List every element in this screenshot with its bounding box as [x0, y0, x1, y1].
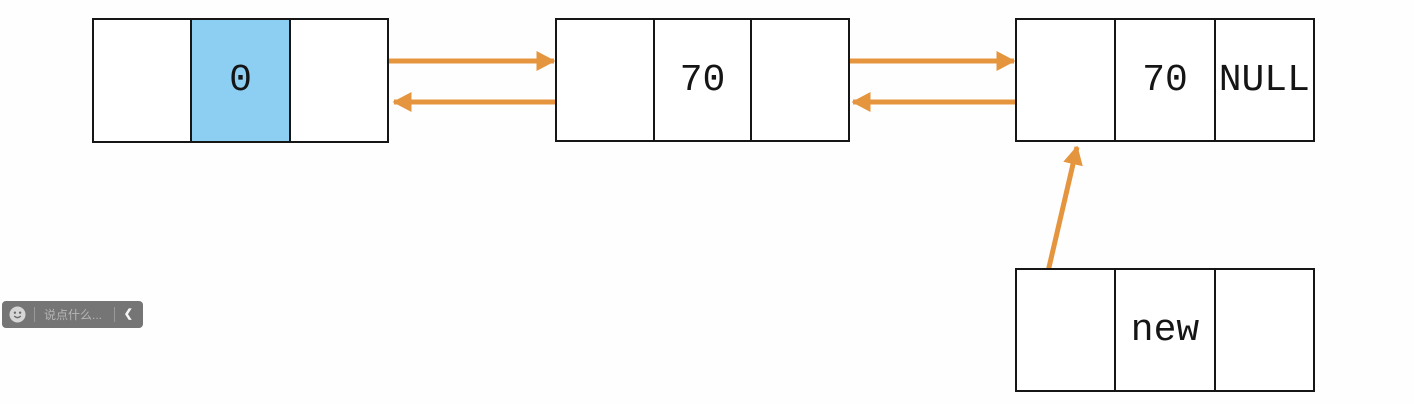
- list-node-1: 0: [92, 18, 389, 143]
- node2-data-cell: 70: [652, 20, 751, 140]
- newnode-prev-pointer-cell: [1017, 270, 1114, 390]
- node3-null-cell: NULL: [1213, 20, 1313, 140]
- divider: [113, 307, 115, 322]
- list-node-2: 70: [555, 18, 850, 142]
- chat-input-bar[interactable]: 说点什么... ❮: [2, 301, 143, 328]
- node3-data-cell: 70: [1114, 20, 1213, 140]
- newnode-data-cell: new: [1114, 270, 1213, 390]
- chat-input-placeholder[interactable]: 说点什么...: [44, 308, 103, 322]
- list-node-new: new: [1015, 268, 1315, 392]
- node1-next-pointer-cell: [288, 20, 387, 141]
- node1-data-cell: 0: [190, 20, 289, 141]
- list-node-3: 70 NULL: [1015, 18, 1315, 142]
- node2-next-pointer-cell: [750, 20, 848, 140]
- collapse-chevron-icon[interactable]: ❮: [123, 308, 133, 320]
- newnode-next-pointer-cell: [1213, 270, 1313, 390]
- node3-prev-pointer-cell: [1017, 20, 1114, 140]
- node2-prev-pointer-cell: [557, 20, 653, 140]
- node1-prev-pointer-cell: [94, 20, 190, 141]
- divider: [34, 307, 35, 322]
- emoji-smiley-icon[interactable]: [9, 306, 26, 323]
